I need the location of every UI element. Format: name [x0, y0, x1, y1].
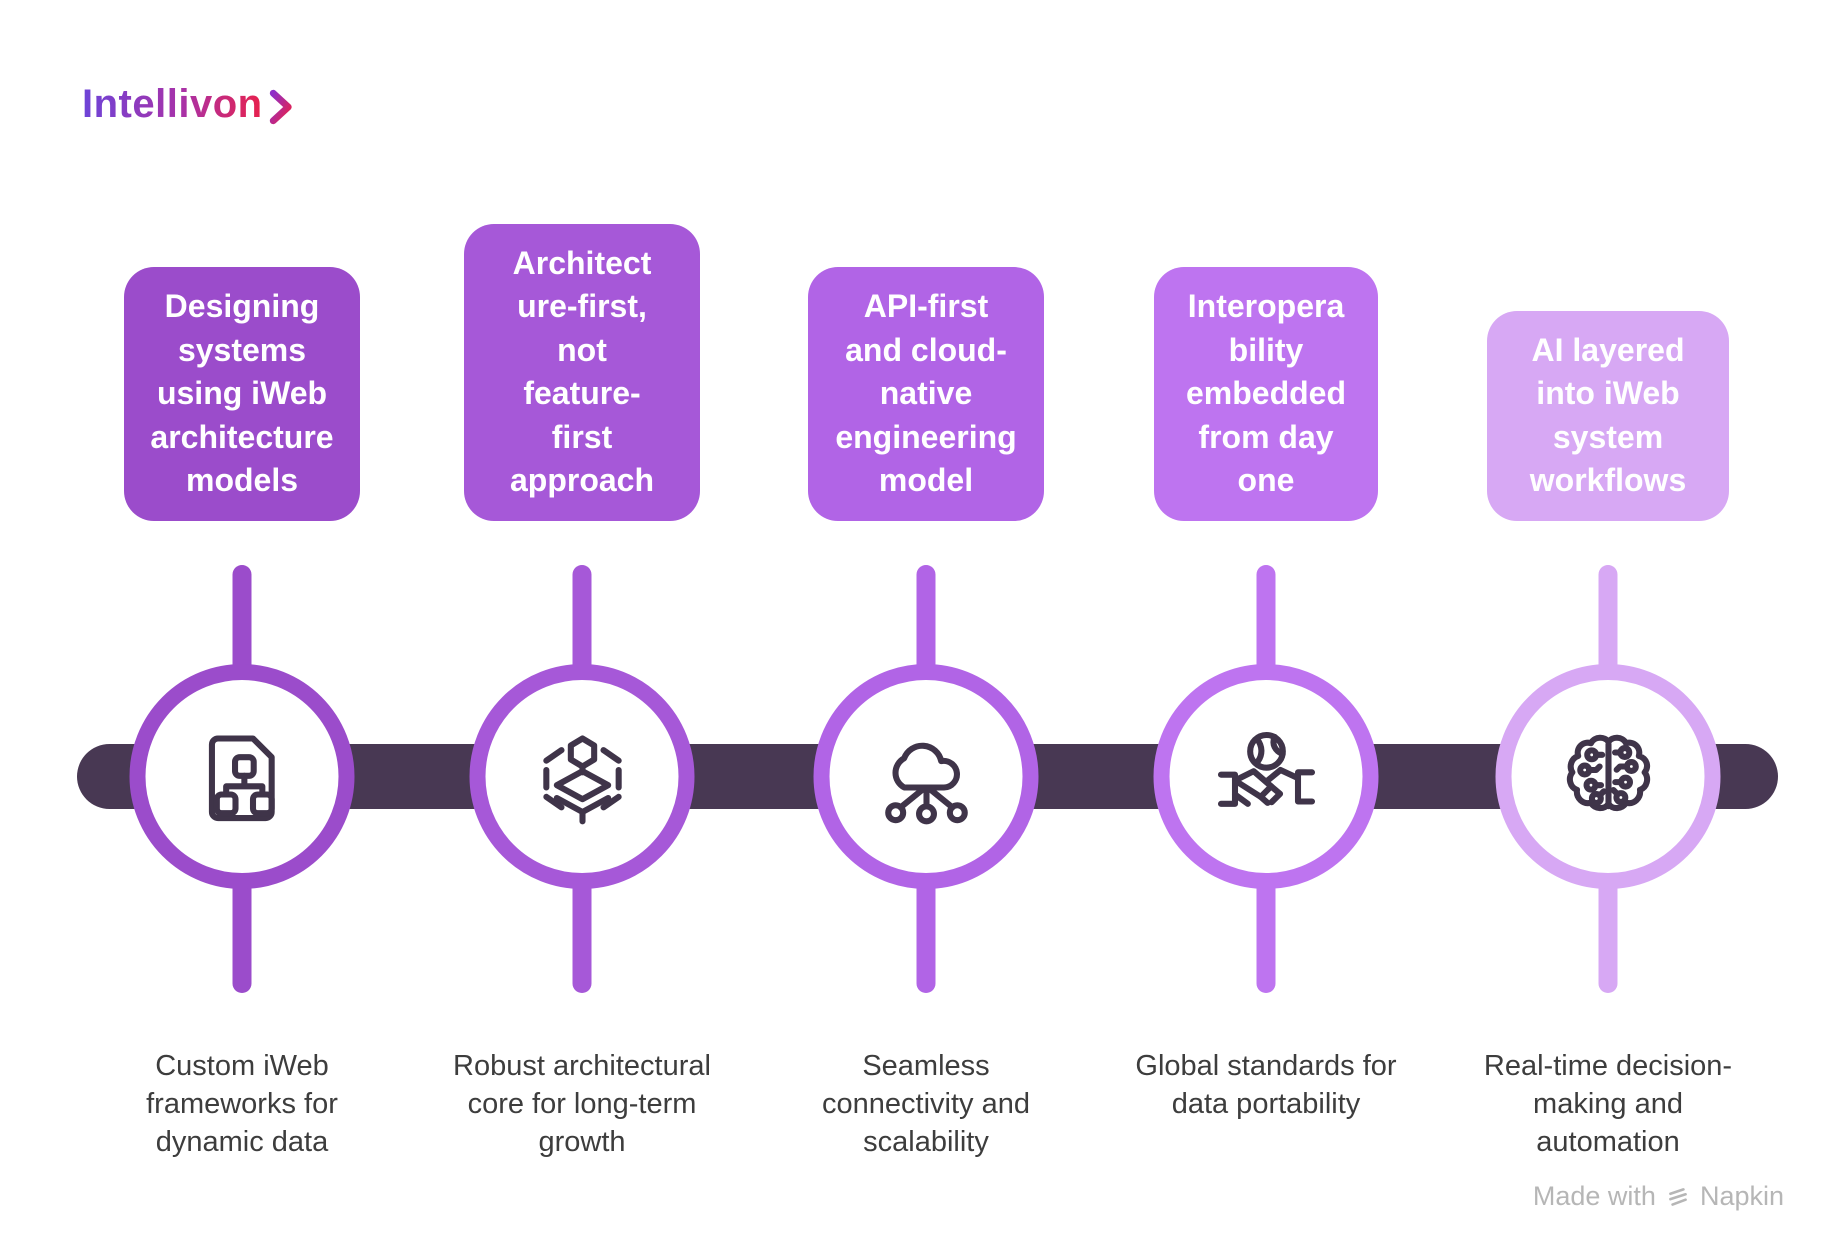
napkin-logo-icon [1669, 1187, 1687, 1206]
napkin-brand-label: Napkin [1699, 1181, 1784, 1211]
step-caption: Custom iWeb frameworks for dynamic data [146, 1050, 338, 1158]
step-title-box: API-first and cloud- native engineering … [808, 267, 1044, 521]
step-connector-top [1256, 565, 1276, 677]
made-with-label: Made with [1532, 1181, 1656, 1211]
ai-brain-icon [1566, 734, 1650, 811]
step-icon-circle [1153, 664, 1379, 889]
step-title-box: Architect ure-first, not feature- first … [464, 223, 700, 521]
step-connector-top [232, 565, 252, 677]
step-connector-top [1598, 565, 1618, 677]
step-title-box: Designing systems using iWeb architectur… [124, 267, 360, 521]
step-connector-bottom [572, 876, 592, 993]
step-connector-bottom [1598, 876, 1618, 993]
step-connector-bottom [232, 876, 252, 993]
layered-architecture-icon [542, 734, 622, 824]
step-connector-top [572, 565, 592, 677]
step-title-box: AI layered into iWeb system workflows [1487, 310, 1729, 521]
cloud-network-icon [884, 742, 968, 824]
step-title-box: Interopera bility embedded from day one [1154, 267, 1378, 521]
step-connector-bottom [916, 876, 936, 993]
brand-logo-text: Intellivon [82, 82, 263, 126]
timeline-step-5: AI layered into iWeb system workflows Re… [1458, 0, 1758, 1236]
timeline-step-4: Interopera bility embedded from day one … [1116, 0, 1416, 1236]
step-connector-top [916, 565, 936, 677]
timeline-step-2: Architect ure-first, not feature- first … [432, 0, 732, 1236]
brand-logo: Intellivon [82, 82, 297, 127]
step-icon-circle [1495, 664, 1721, 889]
step-caption: Robust architectural core for long-term … [453, 1050, 711, 1158]
step-caption: Real-time decision- making and automatio… [1483, 1050, 1733, 1158]
step-icon-circle [813, 664, 1039, 889]
step-caption: Global standards for data portability [1135, 1050, 1397, 1120]
step-icon-circle [129, 664, 355, 889]
timeline-step-1: Designing systems using iWeb architectur… [92, 0, 392, 1236]
step-connector-bottom [1256, 876, 1276, 993]
chevron-right-icon [269, 89, 292, 124]
step-icon-circle [469, 664, 695, 889]
handshake-globe-icon [1217, 731, 1315, 807]
timeline-step-3: API-first and cloud- native engineering … [776, 0, 1076, 1236]
step-caption: Seamless connectivity and scalability [822, 1050, 1030, 1158]
napkin-attribution: Made with Napkin [1533, 1181, 1784, 1212]
document-flowchart-icon [208, 734, 275, 821]
